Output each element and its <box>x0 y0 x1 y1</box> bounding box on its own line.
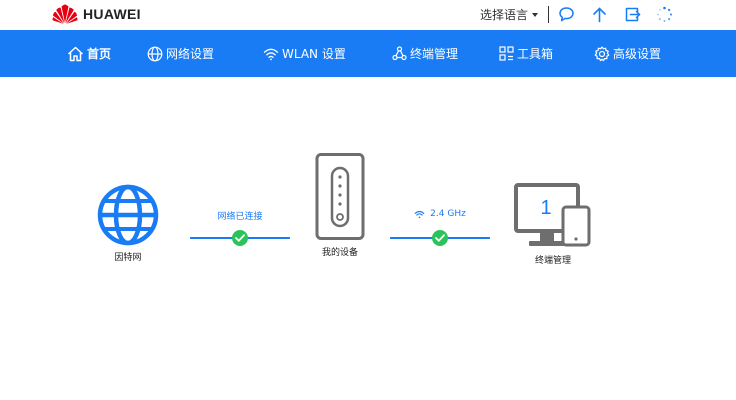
globe-icon <box>147 46 163 61</box>
language-selector[interactable]: 选择语言 <box>480 6 539 23</box>
internet-node[interactable] <box>96 183 160 247</box>
nav-item-label: 首页 <box>87 47 112 61</box>
nav-item-wlan-settings[interactable]: WLAN 设置 <box>263 30 346 77</box>
devices-icon <box>514 183 591 247</box>
internet-label: 因特网 <box>114 253 142 263</box>
nav-item-home[interactable]: 首页 <box>67 30 111 77</box>
nav-item-terminal-management[interactable]: 终端管理 <box>392 30 458 77</box>
router-icon <box>315 153 365 240</box>
upgrade-icon[interactable] <box>590 5 608 23</box>
wlan-connected-check-icon <box>432 230 448 246</box>
language-label: 选择语言 <box>480 8 529 22</box>
nav-item-label: 工具箱 <box>517 47 554 61</box>
top-header: HUAWEI 选择语言 <box>0 0 736 30</box>
huawei-logo[interactable]: HUAWEI <box>52 3 141 25</box>
main-nav: 首页 网络设置 WLAN 设置 <box>0 30 736 77</box>
huawei-flower-icon <box>52 4 78 24</box>
wlan-link-label: 2.4 GHz <box>390 209 490 219</box>
wlan-band-label: 2.4 GHz <box>430 209 466 219</box>
internet-link-label: 网络已连接 <box>217 212 263 222</box>
my-device-node[interactable] <box>315 153 365 241</box>
globe-icon <box>97 184 159 246</box>
header-divider <box>548 6 549 23</box>
logout-icon[interactable] <box>623 5 641 23</box>
nav-item-label: WLAN 设置 <box>282 47 346 61</box>
loading-icon[interactable] <box>655 5 673 23</box>
home-icon <box>67 46 84 61</box>
wifi-icon <box>263 48 279 60</box>
feedback-icon[interactable] <box>557 5 575 23</box>
toolbox-icon <box>499 46 514 61</box>
brand-name: HUAWEI <box>83 6 141 22</box>
nav-item-network-settings[interactable]: 网络设置 <box>147 30 214 77</box>
gear-icon <box>594 45 610 61</box>
nav-item-label: 网络设置 <box>166 47 215 61</box>
internet-connected-check-icon <box>232 230 248 246</box>
terminal-management-label: 终端管理 <box>534 256 571 266</box>
wifi-icon <box>414 210 425 218</box>
terminal-management-node[interactable]: 1 <box>514 183 592 249</box>
nav-item-advanced-settings[interactable]: 高级设置 <box>594 30 661 77</box>
terminal-count: 1 <box>540 197 552 219</box>
nav-item-toolbox[interactable]: 工具箱 <box>499 30 553 77</box>
nav-item-label: 高级设置 <box>613 47 662 61</box>
caret-down-icon <box>532 12 539 17</box>
devices-icon <box>392 46 407 61</box>
my-device-label: 我的设备 <box>321 248 358 258</box>
nav-item-label: 终端管理 <box>410 47 459 61</box>
